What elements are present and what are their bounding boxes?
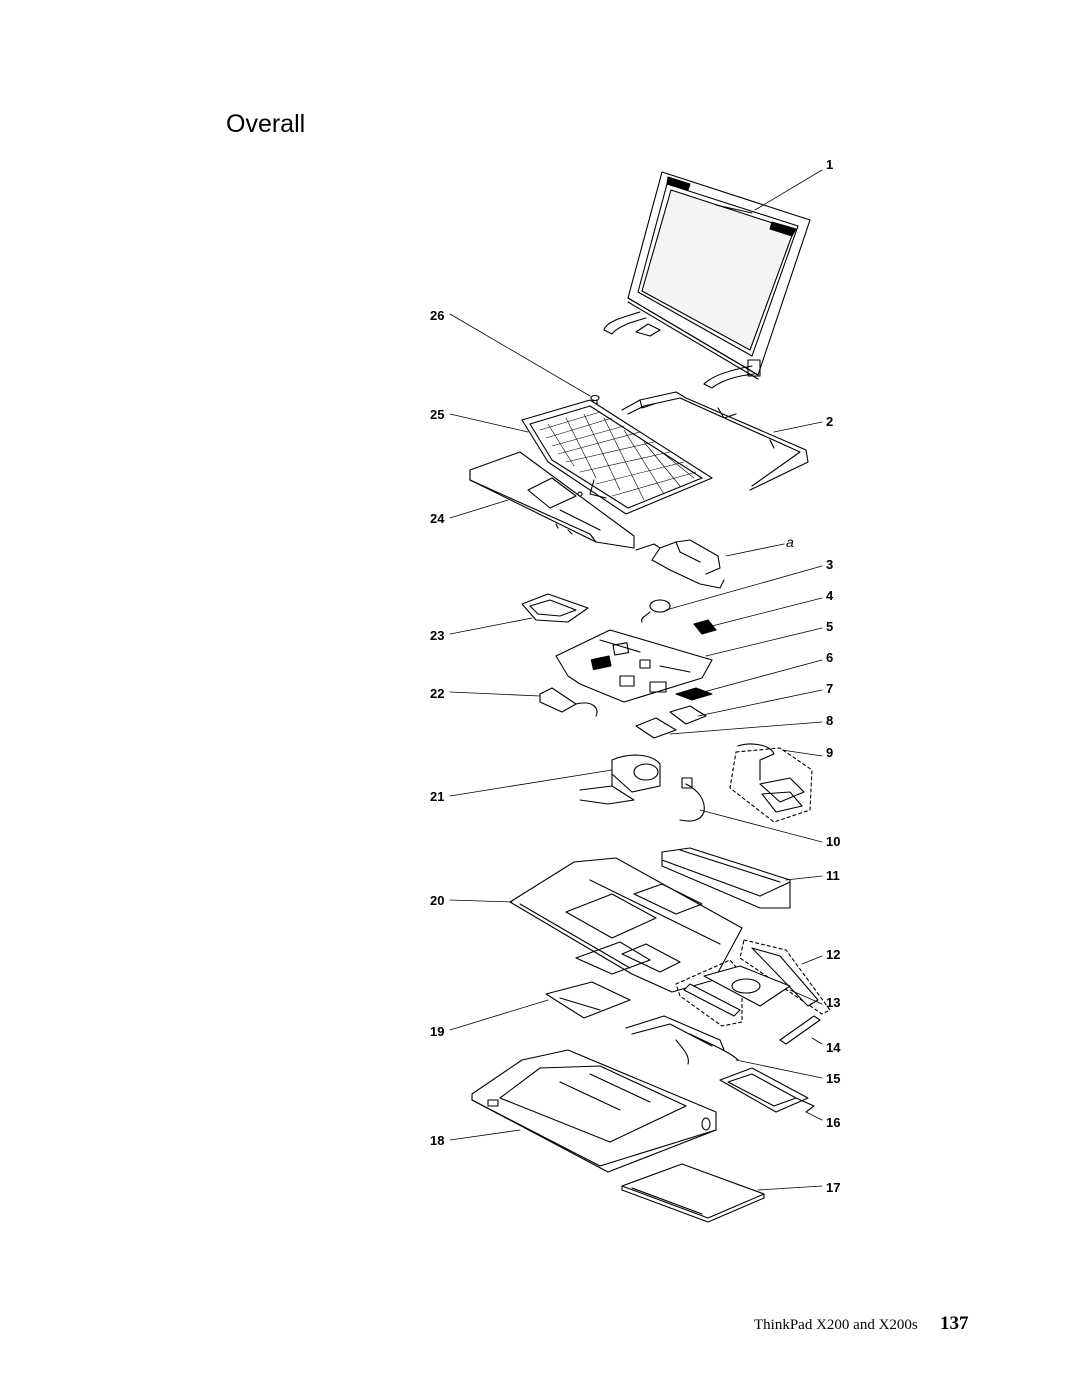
- callout-6: 6: [826, 650, 834, 665]
- hdd: [719, 1067, 815, 1113]
- callout-4: 4: [826, 588, 834, 603]
- callout-11: 11: [826, 868, 840, 883]
- page-number: 137: [940, 1313, 969, 1334]
- battery: [661, 847, 791, 909]
- leader-lines: [449, 169, 823, 1191]
- callout-8: 8: [826, 713, 834, 728]
- callout-13: 13: [826, 995, 841, 1010]
- callout-2: 2: [826, 414, 834, 429]
- palm-rest: [469, 451, 635, 549]
- callout-26: 26: [430, 308, 445, 323]
- system-board: [555, 629, 713, 703]
- callout-3: 3: [826, 557, 834, 572]
- ssd: [545, 981, 631, 1019]
- hdd-rails: [675, 939, 831, 1027]
- lcd-assembly: [603, 171, 811, 389]
- hdd-bracket: [625, 1015, 739, 1065]
- speaker-module: [539, 687, 598, 717]
- callout-10: 10: [826, 834, 841, 849]
- cable: [679, 777, 705, 822]
- memory-cards: [635, 687, 713, 739]
- enclosure: [471, 1049, 717, 1173]
- optical-drive: [621, 1163, 765, 1223]
- callout-24: 24: [430, 511, 445, 526]
- callout-a: a: [786, 534, 794, 550]
- callout-15: 15: [826, 1071, 841, 1086]
- callout-7: 7: [826, 681, 834, 696]
- page-title: Overall: [226, 110, 306, 138]
- callout-12: 12: [826, 947, 841, 962]
- small-card: [693, 619, 717, 635]
- bracket-a: [635, 539, 725, 589]
- callout-18: 18: [430, 1133, 445, 1148]
- keyboard: [521, 399, 713, 515]
- callout-19: 19: [430, 1024, 445, 1039]
- callout-21: 21: [430, 789, 445, 804]
- callout-9: 9: [826, 745, 834, 760]
- callout-16: 16: [826, 1115, 841, 1130]
- callout-25: 25: [430, 407, 445, 422]
- callout-20: 20: [430, 893, 445, 908]
- fan-heatsink: [579, 754, 661, 805]
- backup-battery: [641, 599, 671, 623]
- footer-book-title: ThinkPad X200 and X200s: [754, 1317, 918, 1333]
- callout-23: 23: [430, 628, 445, 643]
- callout-1: 1: [826, 157, 834, 172]
- callout-14: 14: [826, 1040, 841, 1055]
- connector: [779, 1015, 821, 1045]
- card-slot: [521, 593, 589, 623]
- bezel-frame: [621, 391, 809, 491]
- callout-5: 5: [826, 619, 834, 634]
- bottom-case: [509, 857, 743, 993]
- callout-22: 22: [430, 686, 445, 701]
- callout-17: 17: [826, 1180, 841, 1195]
- port-assembly: [729, 743, 813, 823]
